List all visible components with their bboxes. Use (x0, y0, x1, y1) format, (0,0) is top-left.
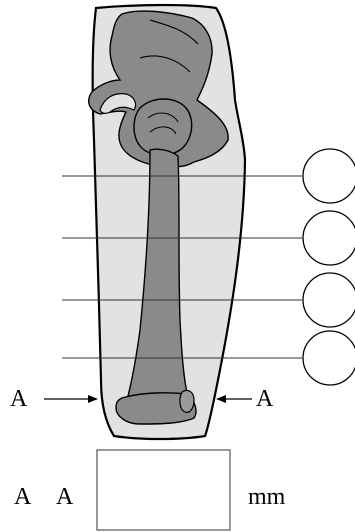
section-circle-3[interactable] (303, 273, 355, 327)
answer-input-box[interactable] (97, 450, 230, 530)
left-arrow-icon (216, 395, 252, 403)
right-arrow-icon (44, 395, 98, 403)
unit-label: mm (248, 484, 286, 510)
answer-label-a2: A (56, 484, 74, 510)
section-circle-2[interactable] (303, 211, 355, 265)
patella (180, 390, 194, 412)
section-circle-4[interactable] (303, 331, 355, 385)
section-label-left: A (10, 386, 28, 412)
section-label-right: A (256, 386, 274, 412)
section-circle-1[interactable] (303, 149, 355, 203)
answer-label-a1: A (14, 484, 32, 510)
